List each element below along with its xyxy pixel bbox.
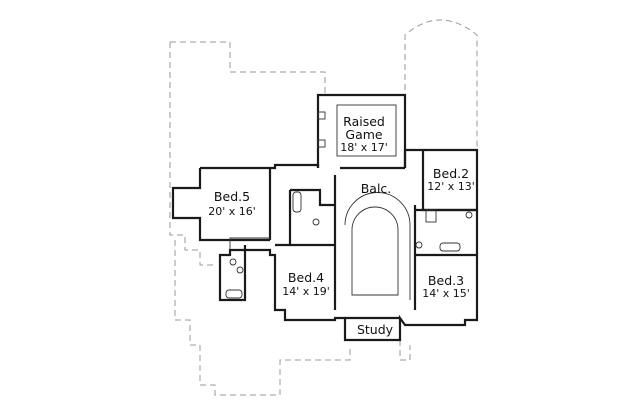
room-name: Balc. — [361, 181, 392, 196]
room-dims: 20' x 16' — [208, 205, 256, 218]
room-name: Game — [345, 127, 383, 142]
room-dims: 14' x 15' — [422, 287, 470, 300]
room-study: Study — [357, 322, 394, 337]
room-bed-4: Bed.4 14' x 19' — [282, 270, 330, 298]
room-raised-game: Raised Game 18' x 17' — [340, 114, 388, 154]
room-balcony: Balc. — [361, 181, 392, 196]
raised-game-room — [316, 93, 407, 168]
room-dims: 14' x 19' — [282, 285, 330, 298]
room-bed-5: Bed.5 20' x 16' — [208, 189, 256, 218]
room-dims: 12' x 13' — [427, 180, 475, 193]
room-name: Bed.4 — [288, 270, 324, 285]
room-name: Bed.5 — [214, 189, 250, 204]
room-bed-2: Bed.2 12' x 13' — [427, 166, 475, 193]
room-dims: 18' x 17' — [340, 141, 388, 154]
room-name: Raised — [343, 114, 385, 129]
room-bed-3: Bed.3 14' x 15' — [422, 273, 470, 300]
lower-floor-outline — [169, 19, 478, 396]
walls — [171, 148, 479, 342]
room-name: Bed.2 — [433, 166, 469, 181]
room-name: Study — [357, 322, 394, 337]
room-name: Bed.3 — [428, 273, 464, 288]
